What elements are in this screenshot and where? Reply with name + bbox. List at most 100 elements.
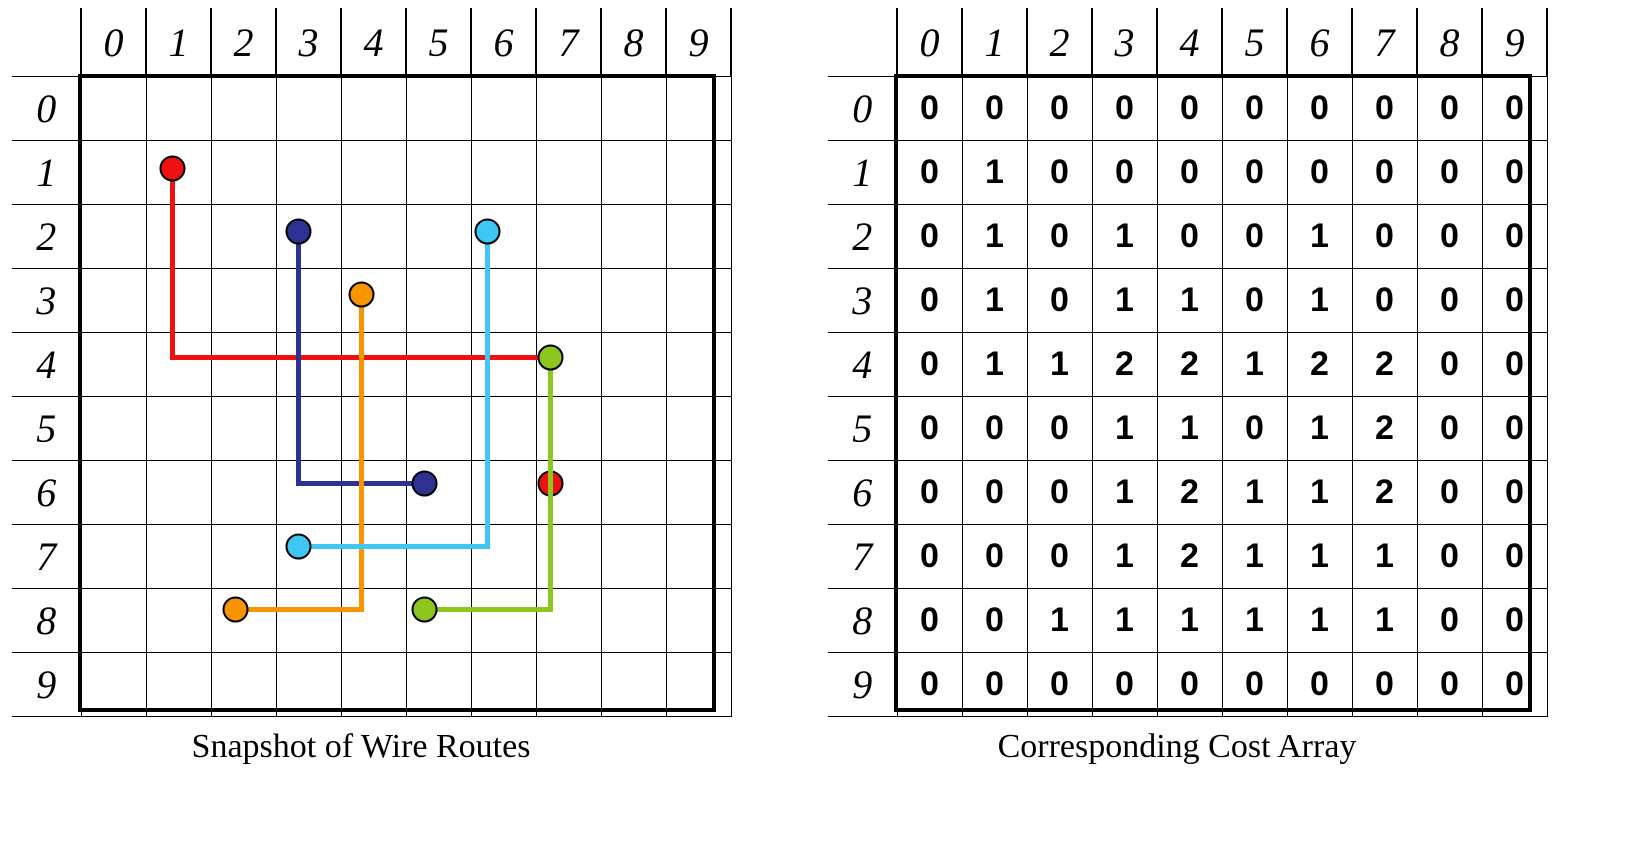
grid-cell-8-5: 1 [1221,588,1288,653]
grid-cell-4-4: 2 [1156,332,1223,397]
grid-cell-5-3 [275,396,342,461]
row-header-2: 2 [12,204,81,269]
grid-cell-9-9: 0 [1481,652,1548,717]
grid-cell-9-3: 0 [1091,652,1158,717]
grid-cell-2-3 [275,204,342,269]
grid-cell-5-6: 1 [1286,396,1353,461]
grid-cell-8-1: 0 [961,588,1028,653]
row-header-1: 1 [12,140,81,205]
column-header-0: 0 [80,8,146,77]
grid-cell-0-7: 0 [1351,76,1418,141]
cost-array-caption: Corresponding Cost Array [997,728,1357,765]
grid-cell-0-1: 0 [961,76,1028,141]
grid-cell-6-5 [405,460,472,525]
grid-cell-7-9 [665,524,732,589]
grid-cell-5-7: 2 [1351,396,1418,461]
grid-cell-9-8 [600,652,667,717]
grid-cell-1-7 [535,140,602,205]
grid-cell-6-8: 0 [1416,460,1483,525]
grid-cell-4-5: 1 [1221,332,1288,397]
grid-cell-3-3: 1 [1091,268,1158,333]
grid-cell-9-5 [405,652,472,717]
grid-cell-1-0 [80,140,147,205]
grid-cell-5-4 [340,396,407,461]
grid-cell-9-6: 0 [1286,652,1353,717]
grid-cell-9-4: 0 [1156,652,1223,717]
column-header-2: 2 [210,8,276,77]
grid-cell-6-5: 1 [1221,460,1288,525]
grid-cell-7-9: 0 [1481,524,1548,589]
grid-cell-1-6: 0 [1286,140,1353,205]
grid-cell-0-0: 0 [896,76,963,141]
grid-cell-4-2: 1 [1026,332,1093,397]
table-row: 3 [12,268,732,333]
table-row: 0 [12,76,732,141]
grid-cell-1-5 [405,140,472,205]
grid-cell-8-1 [145,588,212,653]
grid-cell-8-2 [210,588,277,653]
row-header-8: 8 [828,588,897,653]
grid-cell-5-8 [600,396,667,461]
grid-cell-6-2 [210,460,277,525]
grid-cell-6-1: 0 [961,460,1028,525]
column-header-6: 6 [470,8,536,77]
grid-cell-1-8: 0 [1416,140,1483,205]
grid-cell-2-9 [665,204,732,269]
grid-cell-9-8: 0 [1416,652,1483,717]
grid-cell-3-0 [80,268,147,333]
grid-cell-8-6 [470,588,537,653]
grid-cell-3-5: 0 [1221,268,1288,333]
grid-cell-2-8: 0 [1416,204,1483,269]
grid-cell-4-3 [275,332,342,397]
grid-cell-2-8 [600,204,667,269]
column-header-7: 7 [535,8,601,77]
grid-cell-8-9 [665,588,732,653]
grid-cell-5-3: 1 [1091,396,1158,461]
grid-cell-9-2: 0 [1026,652,1093,717]
grid-cell-9-7 [535,652,602,717]
grid-cell-2-2: 0 [1026,204,1093,269]
grid-cell-7-2: 0 [1026,524,1093,589]
grid-cell-8-9: 0 [1481,588,1548,653]
grid-cell-9-5: 0 [1221,652,1288,717]
column-header-0: 0 [896,8,962,77]
grid-cell-9-0 [80,652,147,717]
grid-cell-5-7 [535,396,602,461]
grid-cell-0-7 [535,76,602,141]
grid-cell-8-4 [340,588,407,653]
grid-cell-0-5: 0 [1221,76,1288,141]
grid-corner-cell [12,8,81,77]
grid-cell-7-6: 1 [1286,524,1353,589]
column-header-8: 8 [1416,8,1482,77]
row-header-3: 3 [12,268,81,333]
grid-cell-0-1 [145,76,212,141]
table-row: 6 [12,460,732,525]
grid-cell-1-4: 0 [1156,140,1223,205]
row-header-7: 7 [12,524,81,589]
grid-cell-9-7: 0 [1351,652,1418,717]
grid-cell-7-8 [600,524,667,589]
grid-cell-7-3 [275,524,342,589]
grid-cell-0-0 [80,76,147,141]
grid-cell-6-2: 0 [1026,460,1093,525]
grid-cell-4-9 [665,332,732,397]
grid-cell-5-5: 0 [1221,396,1288,461]
grid-cell-0-6 [470,76,537,141]
grid-cell-6-4 [340,460,407,525]
grid-cell-1-2 [210,140,277,205]
grid-cell-7-4: 2 [1156,524,1223,589]
grid-cell-0-5 [405,76,472,141]
grid-cell-4-1: 1 [961,332,1028,397]
grid-cell-6-0: 0 [896,460,963,525]
grid-cell-5-9 [665,396,732,461]
grid-cell-4-8 [600,332,667,397]
grid-cell-0-3 [275,76,342,141]
